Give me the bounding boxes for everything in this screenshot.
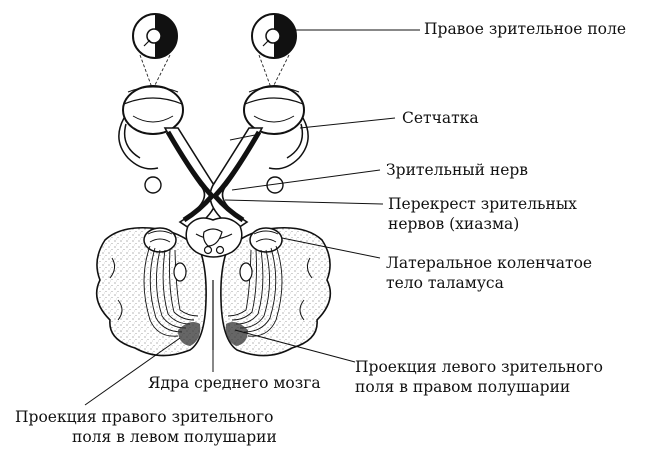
label-midbrain-nuclei-text: Ядра среднего мозга — [148, 374, 321, 392]
label-optic-nerve-text: Зрительный нерв — [386, 161, 529, 179]
label-right-visual-field-text: Правое зрительное поле — [424, 20, 627, 38]
label-optic-nerve: Зрительный нерв — [386, 160, 528, 180]
label-left-field-projection-line2: поля в правом полушарии — [355, 378, 571, 396]
label-lateral-geniculate-line2: тело таламуса — [386, 274, 504, 292]
label-lateral-geniculate: Латеральное коленчатое тело таламуса — [386, 253, 592, 293]
occipital-cortex — [178, 322, 248, 346]
label-midbrain-nuclei: Ядра среднего мозга — [148, 373, 321, 393]
label-optic-chiasm-line1: Перекрест зрительных — [388, 195, 577, 213]
left-lateral-circle — [144, 176, 162, 194]
label-optic-chiasm: Перекрест зрительных нервов (хиазма) — [388, 194, 577, 234]
right-eyeball — [243, 85, 305, 135]
label-optic-chiasm-line2: нервов (хиазма) — [388, 215, 520, 233]
label-left-field-projection: Проекция левого зрительного поля в право… — [355, 357, 603, 397]
leader-lines — [84, 29, 420, 406]
label-right-field-projection-line1: Проекция правого зрительного — [15, 408, 274, 426]
lateral-geniculate-bodies — [143, 227, 283, 253]
left-eye-field-circle — [132, 13, 178, 59]
label-retina: Сетчатка — [402, 108, 479, 128]
retina-arcs — [118, 117, 309, 170]
label-right-field-projection-line2: поля в левом полушарии — [72, 428, 277, 446]
label-retina-text: Сетчатка — [402, 109, 479, 127]
right-eye-field-circle — [251, 13, 297, 59]
thalamus-center — [185, 217, 243, 258]
label-right-field-projection: Проекция правого зрительного поля в лево… — [15, 407, 277, 447]
optic-nerves — [163, 127, 264, 231]
midbrain-nuclei-shapes — [173, 262, 253, 282]
label-left-field-projection-line1: Проекция левого зрительного — [355, 358, 603, 376]
label-lateral-geniculate-line1: Латеральное коленчатое — [386, 254, 593, 272]
label-right-visual-field: Правое зрительное поле — [424, 19, 626, 39]
left-eyeball — [122, 85, 184, 135]
